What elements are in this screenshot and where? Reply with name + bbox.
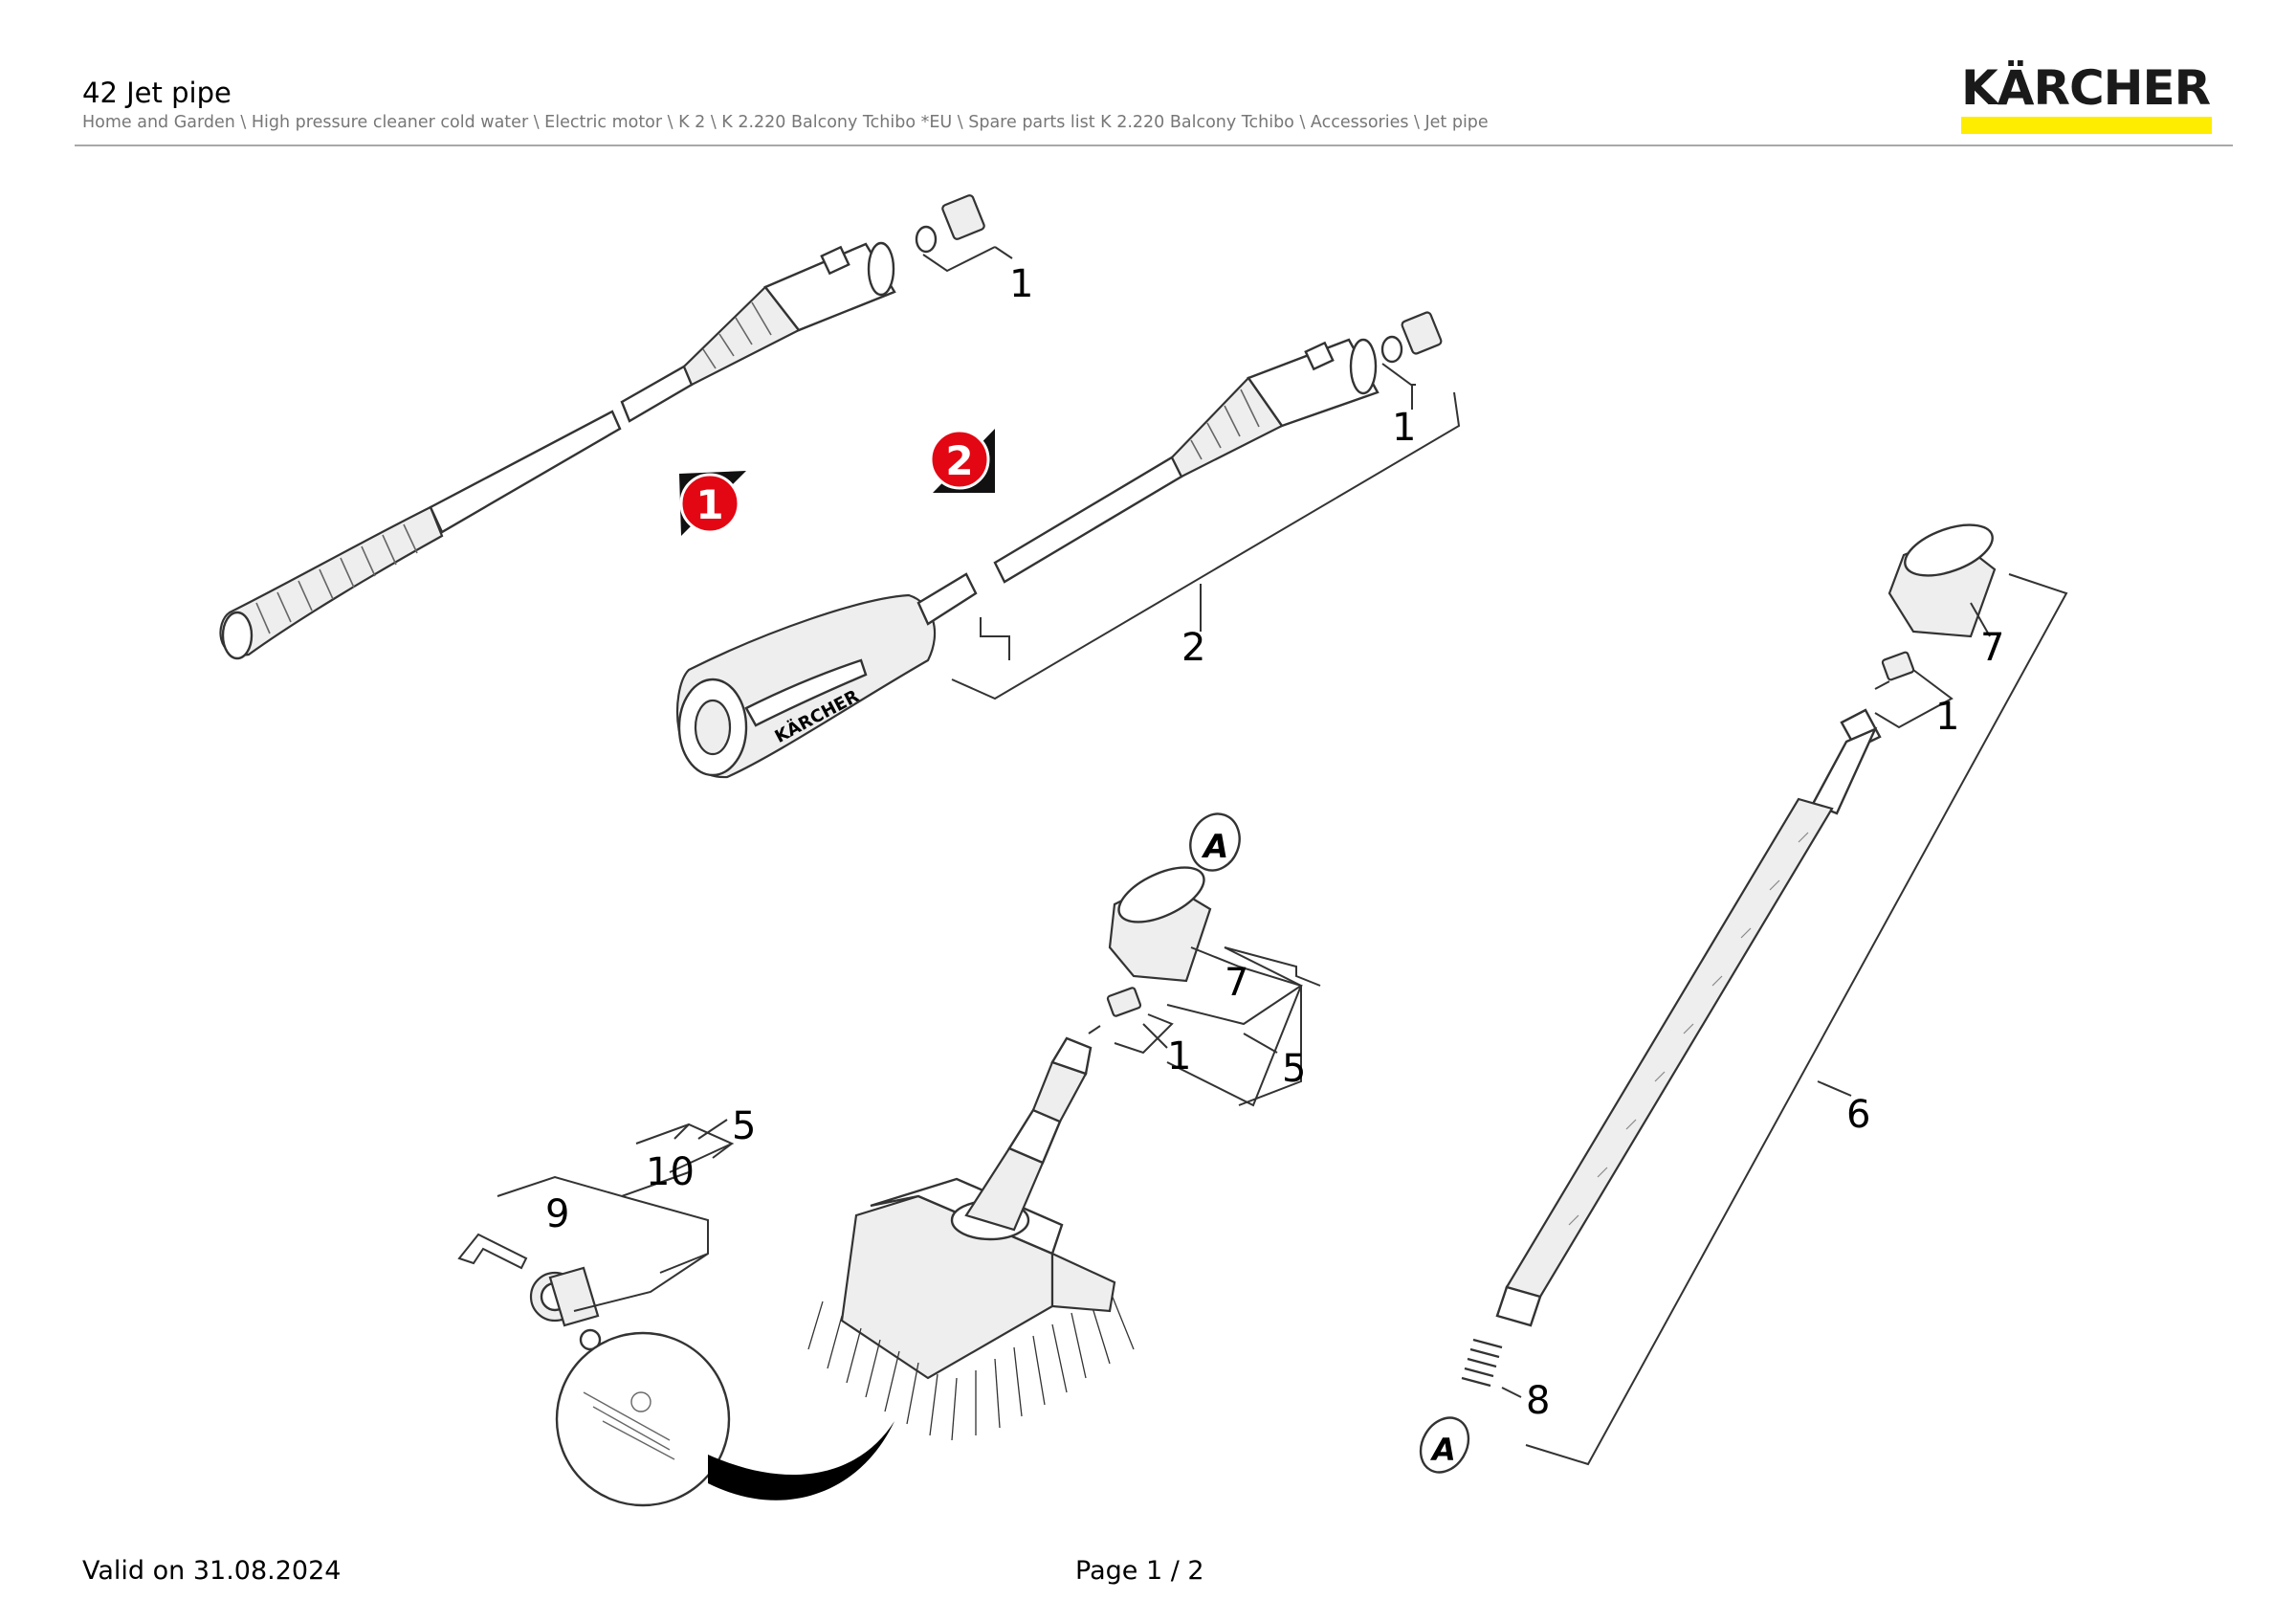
logo-yellow-bar — [1961, 117, 2212, 134]
jet-pipe-1 — [219, 194, 1013, 660]
karcher-logo: KÄRCHER — [1961, 61, 2214, 134]
position-label: 10 — [646, 1150, 695, 1194]
breadcrumb[interactable]: Home and Garden \ High pressure cleaner … — [82, 113, 1489, 132]
page-title: 42 Jet pipe — [82, 77, 232, 109]
position-label: 7 — [1225, 961, 1248, 1005]
long-lance: A — [1419, 523, 2068, 1474]
variant-badge-2-label: 2 — [945, 437, 973, 484]
position-label: 8 — [1526, 1379, 1550, 1423]
variant-badge-1-label: 1 — [695, 481, 723, 528]
position-label: 5 — [732, 1104, 756, 1148]
position-label: 1 — [1935, 695, 1959, 739]
position-label: 9 — [545, 1192, 569, 1236]
logo-text: KÄRCHER — [1961, 60, 2211, 116]
validity-date: Valid on 31.08.2024 — [82, 1556, 342, 1586]
header-divider — [75, 145, 2233, 146]
position-label: 1 — [1167, 1034, 1191, 1078]
nozzle-detail — [457, 1119, 894, 1507]
position-label: 7 — [1980, 626, 2004, 670]
position-label: 2 — [1181, 626, 1205, 670]
position-label: 6 — [1846, 1093, 1870, 1137]
variant-badge-2: 2 — [929, 429, 995, 493]
position-label: 1 — [1392, 406, 1416, 450]
variant-badge-1: 1 — [679, 471, 746, 536]
position-label: 5 — [1282, 1047, 1306, 1091]
reference-mark-a-top: A — [1201, 828, 1228, 866]
page-number: Page 1 / 2 — [1075, 1556, 1204, 1586]
position-label: 1 — [1009, 262, 1033, 306]
jet-pipe-2: KÄRCHER — [675, 311, 1461, 779]
reference-mark-a-bottom: A — [1429, 1432, 1456, 1468]
brush-assembly: A — [807, 812, 1321, 1441]
